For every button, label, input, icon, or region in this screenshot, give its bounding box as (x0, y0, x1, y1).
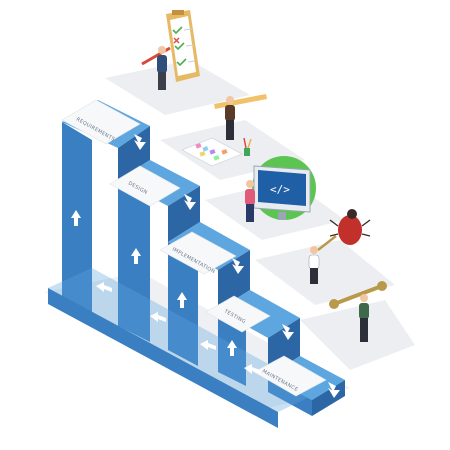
step-5-end (312, 380, 345, 416)
person-head (310, 246, 318, 254)
bug-hunt (308, 209, 371, 284)
arrow-left-icon (200, 340, 216, 350)
panel-maintenance (253, 355, 327, 397)
bug-icon (338, 215, 362, 245)
clipboard-clip (172, 10, 184, 15)
pencil-cup-icon (244, 148, 250, 156)
person-head (158, 46, 166, 54)
checklist-line (187, 60, 196, 63)
bug-leg (329, 233, 339, 237)
arrow-left-icon (150, 312, 166, 322)
sticky-note (199, 151, 206, 157)
person-legs (226, 120, 234, 140)
arrow-down-icon (232, 258, 244, 274)
sticky-note (221, 149, 228, 155)
checkmark-icon (176, 58, 187, 67)
return-channel-front (48, 288, 278, 428)
arrow-up-icon (71, 210, 81, 226)
person-legs (246, 204, 254, 222)
person-body (359, 303, 369, 319)
bug-leg (361, 219, 371, 227)
arrow-down-icon (282, 324, 294, 340)
person-head (226, 96, 234, 104)
person-head (246, 180, 254, 188)
arrow-up-icon (227, 340, 237, 356)
checklist-line (185, 44, 195, 47)
clipboard-checklist (166, 10, 200, 82)
person-legs (360, 318, 368, 342)
person-legs (310, 268, 318, 284)
arrow-up-icon (177, 292, 187, 308)
step-2-riser (168, 186, 200, 242)
clipboard-paper (170, 16, 196, 76)
person-body (245, 189, 255, 205)
checklist-line (183, 28, 193, 31)
waterfall-staircase (48, 100, 345, 428)
person-body (225, 105, 235, 121)
arrow-down-icon (184, 194, 196, 210)
pencil-icon (247, 138, 252, 149)
panel-implementation (159, 231, 237, 275)
person-with-ruler (214, 94, 267, 140)
checkmark-icon (174, 42, 185, 51)
sticky-note-board (181, 137, 252, 167)
sticky-note (202, 146, 209, 152)
person-with-wrench (329, 281, 387, 342)
flow-arrows (71, 134, 340, 398)
person-body (308, 254, 320, 270)
arrow-up-icon (131, 248, 141, 264)
person-legs (158, 72, 166, 90)
monitor-stand (278, 212, 286, 220)
wrench-icon (333, 284, 383, 306)
person-body (157, 55, 167, 73)
step-1-riser (118, 126, 150, 180)
sticky-note (209, 149, 216, 155)
cross-icon (173, 37, 180, 44)
bug-leg (329, 219, 339, 227)
pencil-icon (243, 137, 247, 149)
person-head (360, 294, 368, 302)
sticky-note (195, 143, 202, 149)
code-monitor: </> (252, 156, 316, 220)
bug-head (347, 209, 357, 219)
magnifier-handle (317, 235, 337, 251)
floor-tier-1 (105, 60, 250, 115)
person-at-monitor (245, 180, 255, 222)
sticky-note (213, 155, 220, 161)
panel-design (109, 165, 181, 207)
person-writing (141, 46, 171, 90)
floor-tier-5 (300, 300, 415, 370)
arrow-down-icon (328, 382, 340, 398)
panel-requirements (61, 99, 141, 145)
checkmark-icon (172, 26, 183, 35)
wrench-head (329, 299, 339, 309)
monitor-screen (258, 170, 306, 206)
arrow-down-icon (134, 134, 146, 150)
code-symbol: </> (270, 183, 290, 196)
arrow-left-icon (244, 364, 260, 374)
panel-testing (205, 295, 271, 333)
floor-tier-4 (255, 240, 395, 305)
wrench-head (377, 281, 387, 291)
return-channel-top (48, 268, 320, 412)
arrow-left-icon (96, 282, 112, 292)
bug-leg (361, 233, 371, 237)
